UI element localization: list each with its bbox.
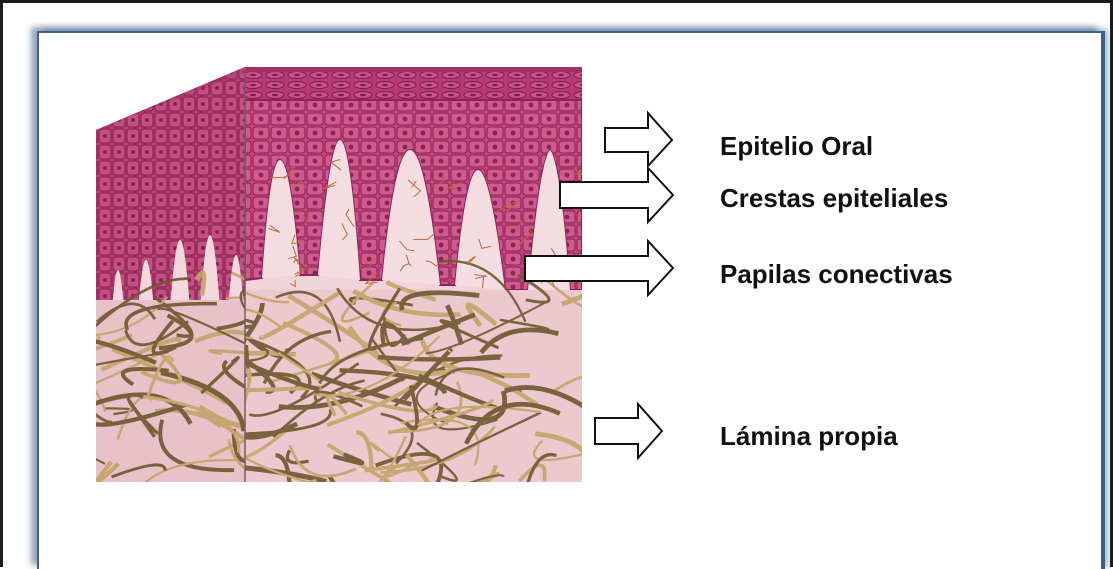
collagen-fiber <box>8 262 91 316</box>
collagen-fiber <box>432 484 467 528</box>
label-crestas-epiteliales: Crestas epiteliales <box>720 183 948 214</box>
label-papilas-conectivas: Papilas conectivas <box>720 259 953 290</box>
collagen-fiber <box>330 476 366 534</box>
collagen-fiber <box>249 480 317 507</box>
arrow-lamina <box>595 404 662 458</box>
arrow-epitelio <box>605 113 672 166</box>
label-epitelio-oral: Epitelio Oral <box>720 131 873 162</box>
collagen-fiber <box>0 310 98 338</box>
collagen-fiber <box>3 359 106 411</box>
collagen-fiber <box>586 341 686 374</box>
label-lamina-propia: Lámina propia <box>720 421 898 452</box>
collagen-fiber <box>53 297 88 308</box>
